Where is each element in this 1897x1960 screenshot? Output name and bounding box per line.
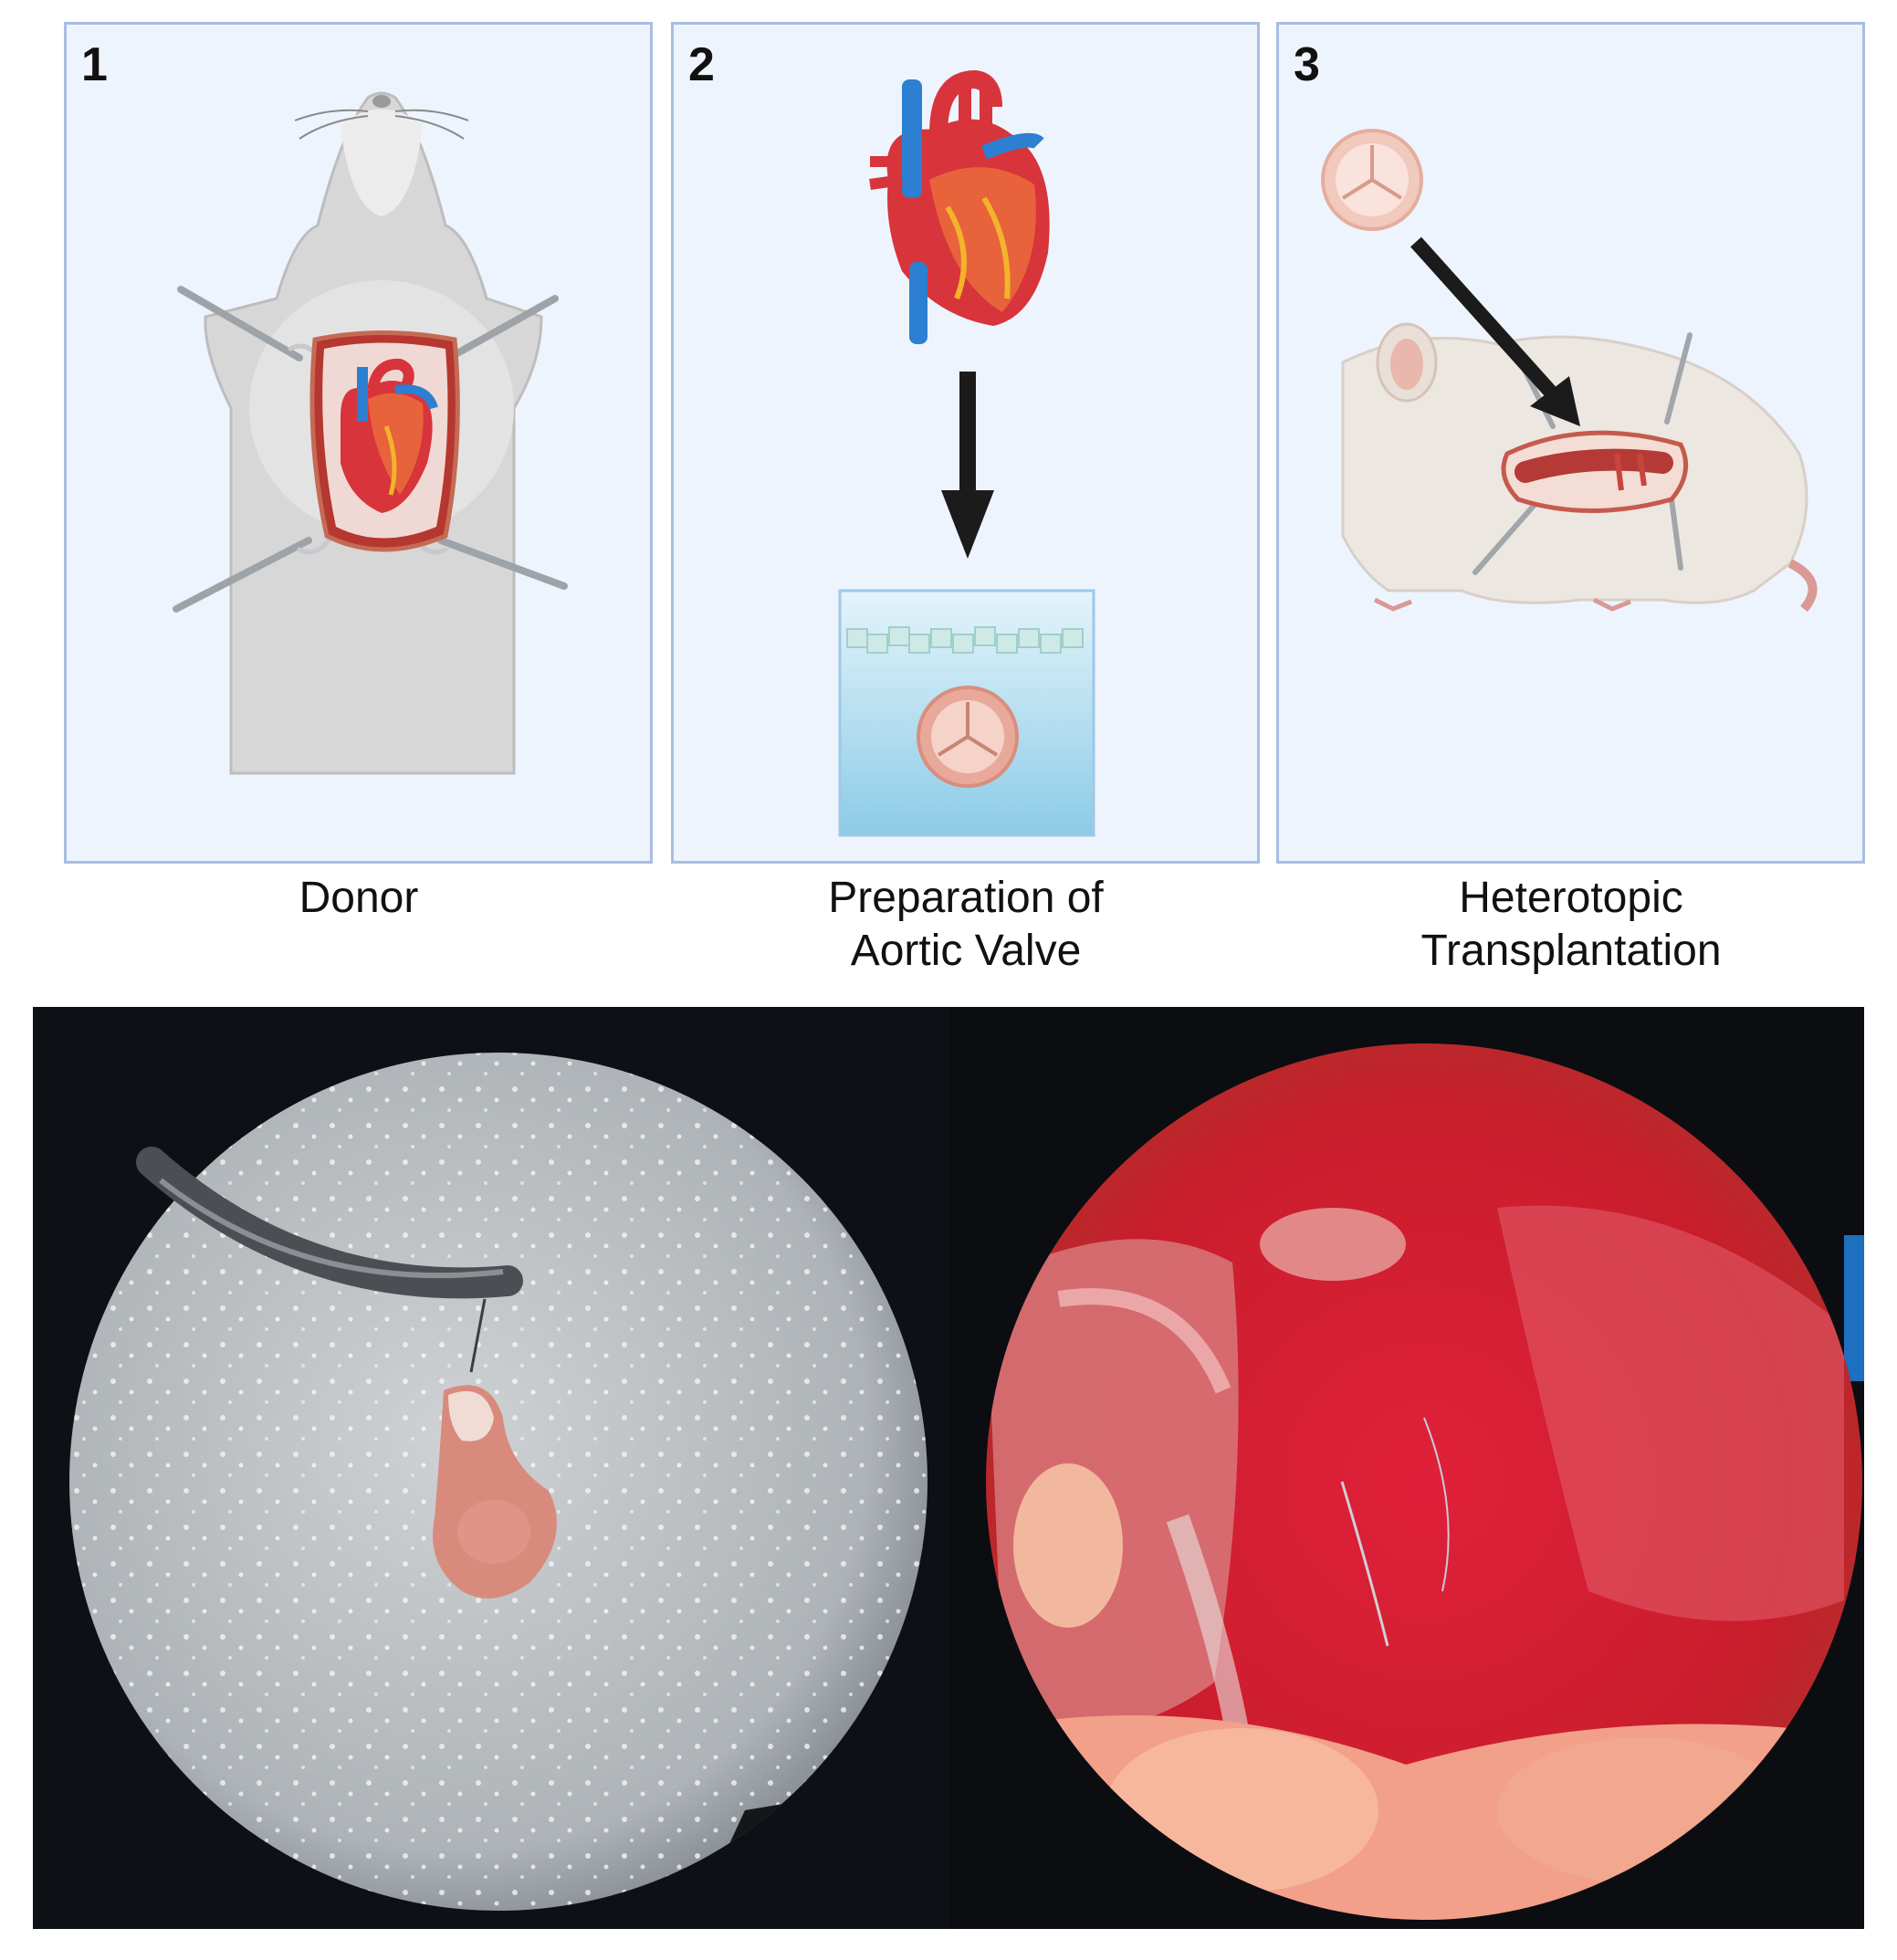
panel-preparation: 2 [671, 22, 1260, 864]
surgical-site-photo [949, 1007, 1864, 1929]
caption-line: Preparation of [828, 874, 1104, 922]
panel-number: 1 [81, 38, 108, 91]
heart-icon [341, 358, 438, 513]
caption-line: Heterotopic [1459, 874, 1683, 922]
caption-line: Donor [299, 874, 419, 922]
arrow-icon [1410, 236, 1580, 426]
microscope-view-surgery [949, 1007, 1864, 1929]
caption-line: Aortic Valve [850, 927, 1082, 975]
aorta-icon [1514, 448, 1673, 491]
panel-transplantation: 3 [1276, 22, 1865, 864]
caption-preparation: Preparation of Aortic Valve [669, 872, 1263, 978]
valve-on-ice-photo [33, 1007, 949, 1929]
panel-donor: 1 [64, 22, 653, 864]
forceps-icon [136, 1147, 523, 1299]
aortic-valve-icon [917, 686, 1019, 788]
preparation-illustration [838, 69, 1095, 837]
caption-donor: Donor [62, 872, 655, 925]
transplantation-illustration [1321, 129, 1818, 613]
heart-icon [869, 69, 1050, 344]
caption-transplantation: Heterotopic Transplantation [1274, 872, 1868, 978]
arrow-down-icon [941, 372, 994, 559]
panel-number: 3 [1294, 38, 1320, 91]
microscope-view-ice [33, 1007, 949, 1929]
donor-illustration [173, 91, 568, 775]
aortic-valve-icon [1321, 129, 1423, 231]
caption-line: Transplantation [1420, 927, 1722, 975]
panel-number: 2 [688, 38, 715, 91]
valve-tissue [433, 1385, 557, 1598]
